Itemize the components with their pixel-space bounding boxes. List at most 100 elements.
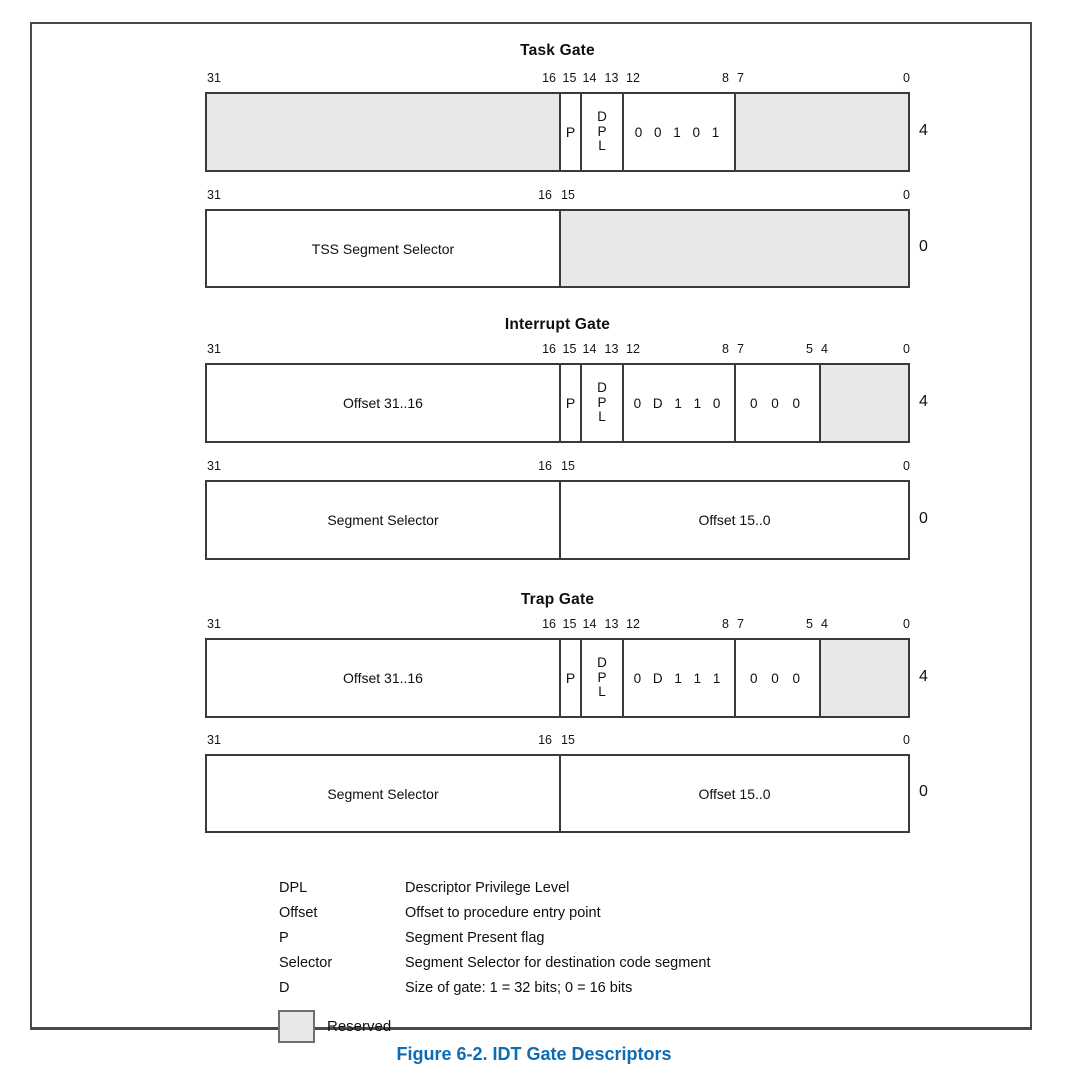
bit-label-13: 13 bbox=[604, 71, 619, 85]
bit-label-14: 14 bbox=[582, 342, 597, 356]
tss-segment-selector-field: TSS Segment Selector bbox=[311, 240, 455, 257]
type-bits-field: 0 D 1 1 0 bbox=[622, 365, 734, 441]
bit-label-13: 13 bbox=[604, 617, 619, 631]
trap-gate-title: Trap Gate bbox=[520, 591, 595, 608]
bit-label-8: 8 bbox=[722, 71, 729, 85]
bit-label-16: 16 bbox=[538, 733, 552, 747]
reserved-field bbox=[734, 94, 908, 170]
legend-term: D bbox=[279, 980, 290, 996]
reserved-field bbox=[559, 211, 908, 286]
bit-label-5: 5 bbox=[806, 617, 813, 631]
p-field: P bbox=[559, 640, 580, 716]
figure-caption: Figure 6-2. IDT Gate Descriptors bbox=[396, 1044, 672, 1064]
task-gate-diagram: Task Gate 31 16 15 14 13 12 8 7 0 P D P … bbox=[205, 42, 928, 308]
bit-label-7: 7 bbox=[737, 617, 744, 631]
bit-label-16: 16 bbox=[542, 617, 556, 631]
zero-bits-field: 0 0 0 bbox=[734, 640, 819, 716]
bit-label-15: 15 bbox=[562, 71, 577, 85]
byte-offset-4: 4 bbox=[919, 393, 928, 410]
dpl-field: D P L bbox=[580, 94, 622, 170]
bit-label-31: 31 bbox=[207, 733, 221, 747]
interrupt-gate-row2-bit-labels: 31 16 15 0 bbox=[205, 459, 910, 475]
task-gate-row1-bit-labels: 31 16 15 14 13 12 8 7 0 bbox=[205, 71, 910, 87]
trap-gate-row2-bit-labels: 31 16 15 0 bbox=[205, 733, 910, 749]
task-gate-title: Task Gate bbox=[520, 42, 595, 59]
interrupt-gate-diagram: Interrupt Gate 31 16 15 14 13 12 8 7 5 4… bbox=[205, 316, 928, 582]
figure-frame: Task Gate 31 16 15 14 13 12 8 7 0 P D P … bbox=[30, 22, 1032, 1043]
bit-label-31: 31 bbox=[207, 71, 221, 85]
dpl-field: D P L bbox=[580, 365, 622, 441]
legend-term: P bbox=[279, 930, 289, 946]
bit-label-8: 8 bbox=[722, 342, 729, 356]
bit-label-15: 15 bbox=[561, 188, 575, 202]
legend-row-selector: Selector Segment Selector for destinatio… bbox=[279, 955, 879, 980]
bit-label-15: 15 bbox=[561, 733, 575, 747]
trap-gate-dword0: Segment Selector Offset 15..0 bbox=[205, 754, 910, 833]
bit-label-0: 0 bbox=[903, 733, 910, 747]
reserved-label: Reserved bbox=[327, 1018, 392, 1035]
bit-label-4: 4 bbox=[821, 342, 828, 356]
bit-label-15: 15 bbox=[562, 617, 577, 631]
trap-gate-dword1: Offset 31..16 P D P L 0 D 1 1 1 0 0 0 bbox=[205, 638, 910, 718]
trap-gate-row1-bit-labels: 31 16 15 14 13 12 8 7 5 4 0 bbox=[205, 617, 910, 633]
legend-definition: Segment Present flag bbox=[405, 930, 545, 946]
offset-low-field: Offset 15..0 bbox=[559, 482, 908, 558]
legend-term: Offset bbox=[279, 905, 318, 921]
bit-label-12: 12 bbox=[626, 342, 640, 356]
byte-offset-0: 0 bbox=[919, 510, 928, 527]
task-gate-dword1: P D P L 0 0 1 0 1 bbox=[205, 92, 910, 172]
bit-label-31: 31 bbox=[207, 459, 221, 473]
legend-row-p: P Segment Present flag bbox=[279, 930, 879, 955]
p-field: P bbox=[559, 94, 580, 170]
p-field: P bbox=[559, 365, 580, 441]
bit-label-15: 15 bbox=[562, 342, 577, 356]
interrupt-gate-row1-bit-labels: 31 16 15 14 13 12 8 7 5 4 0 bbox=[205, 342, 910, 358]
reserved-key: Reserved bbox=[278, 1010, 391, 1043]
legend-term: Selector bbox=[279, 955, 333, 971]
bit-label-14: 14 bbox=[582, 71, 597, 85]
legend-row-dpl: DPL Descriptor Privilege Level bbox=[279, 880, 879, 905]
task-gate-row2-bit-labels: 31 16 15 0 bbox=[205, 188, 910, 204]
bit-label-31: 31 bbox=[207, 188, 221, 202]
bit-label-7: 7 bbox=[737, 71, 744, 85]
bit-label-5: 5 bbox=[806, 342, 813, 356]
segment-selector-field: Segment Selector bbox=[327, 512, 439, 528]
bit-label-16: 16 bbox=[542, 71, 556, 85]
byte-offset-4: 4 bbox=[919, 122, 928, 139]
bit-label-0: 0 bbox=[903, 71, 910, 85]
offset-low-field: Offset 15..0 bbox=[559, 756, 908, 831]
bit-label-0: 0 bbox=[903, 188, 910, 202]
legend-definition: Descriptor Privilege Level bbox=[405, 880, 570, 896]
bit-label-13: 13 bbox=[604, 342, 619, 356]
type-bits-field: 0 0 1 0 1 bbox=[622, 94, 734, 170]
interrupt-gate-dword0: Segment Selector Offset 15..0 bbox=[205, 480, 910, 560]
reserved-field bbox=[819, 640, 908, 716]
legend: DPL Descriptor Privilege Level Offset Of… bbox=[279, 880, 879, 1005]
bit-label-12: 12 bbox=[626, 617, 640, 631]
bit-label-16: 16 bbox=[542, 342, 556, 356]
legend-row-offset: Offset Offset to procedure entry point bbox=[279, 905, 879, 930]
byte-offset-4: 4 bbox=[919, 668, 928, 685]
type-bits-field: 0 D 1 1 1 bbox=[622, 640, 734, 716]
byte-offset-0: 0 bbox=[919, 238, 928, 255]
task-gate-dword0: TSS Segment Selector bbox=[205, 209, 910, 288]
bit-label-31: 31 bbox=[207, 342, 221, 356]
bit-label-0: 0 bbox=[903, 342, 910, 356]
offset-high-field: Offset 31..16 bbox=[343, 395, 423, 411]
bit-label-15: 15 bbox=[561, 459, 575, 473]
byte-offset-0: 0 bbox=[919, 783, 928, 800]
bit-label-16: 16 bbox=[538, 188, 552, 202]
reserved-swatch bbox=[278, 1010, 315, 1043]
bit-label-7: 7 bbox=[737, 342, 744, 356]
bit-label-14: 14 bbox=[582, 617, 597, 631]
reserved-field bbox=[819, 365, 908, 441]
legend-row-d: D Size of gate: 1 = 32 bits; 0 = 16 bits bbox=[279, 980, 879, 1005]
zero-bits-field: 0 0 0 bbox=[734, 365, 819, 441]
dpl-field: D P L bbox=[580, 640, 622, 716]
trap-gate-diagram: Trap Gate 31 16 15 14 13 12 8 7 5 4 0 Of… bbox=[205, 591, 928, 857]
bit-label-0: 0 bbox=[903, 459, 910, 473]
bit-label-31: 31 bbox=[207, 617, 221, 631]
segment-selector-field: Segment Selector bbox=[327, 785, 439, 802]
interrupt-gate-title: Interrupt Gate bbox=[504, 316, 611, 333]
